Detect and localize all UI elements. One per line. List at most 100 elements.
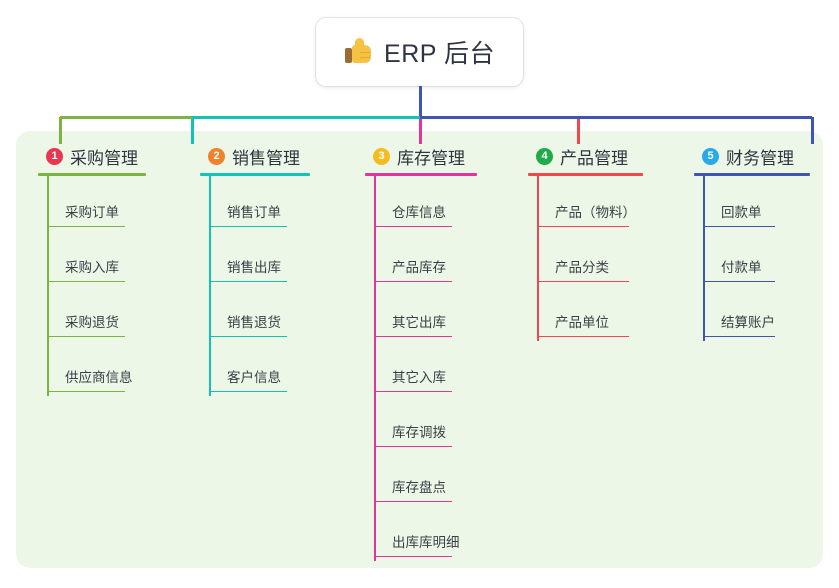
leaf-item-rule bbox=[374, 555, 452, 557]
leaf-item-label: 其它出库 bbox=[392, 315, 446, 330]
leaf-item[interactable]: 回款单 bbox=[694, 176, 810, 231]
branch-header-rule bbox=[365, 173, 477, 176]
branch-items-5: 回款单付款单结算账户 bbox=[694, 176, 810, 341]
leaf-item-label: 结算账户 bbox=[721, 315, 775, 330]
leaf-item-rule bbox=[47, 335, 125, 337]
drop-root bbox=[419, 86, 422, 117]
leaf-item-label: 产品单位 bbox=[555, 315, 609, 330]
branch-header-5[interactable]: 5 财务管理 bbox=[694, 144, 810, 168]
drop-finance bbox=[811, 117, 814, 144]
leaf-item[interactable]: 销售退货 bbox=[200, 286, 310, 341]
bus-green bbox=[60, 116, 192, 119]
leaf-item[interactable]: 采购入库 bbox=[38, 231, 146, 286]
branch-spine bbox=[537, 176, 539, 341]
leaf-item-rule bbox=[209, 280, 287, 282]
branch-header-rule bbox=[528, 173, 643, 176]
branch-column-2: 2 销售管理销售订单销售出库销售退货客户信息 bbox=[200, 144, 310, 396]
branch-title: 产品管理 bbox=[560, 148, 628, 168]
branch-number-badge: 2 bbox=[208, 147, 225, 165]
leaf-item-label: 产品（物料） bbox=[555, 205, 636, 220]
branch-title: 销售管理 bbox=[232, 148, 300, 168]
leaf-item-rule bbox=[537, 335, 629, 337]
leaf-item[interactable]: 其它入库 bbox=[365, 341, 477, 396]
branch-title: 库存管理 bbox=[397, 148, 465, 168]
leaf-item-rule bbox=[374, 500, 452, 502]
branch-items-3: 仓库信息产品库存其它出库其它入库库存调拨库存盘点出库库明细 bbox=[365, 176, 477, 561]
leaf-item[interactable]: 库存盘点 bbox=[365, 451, 477, 506]
leaf-item[interactable]: 产品（物料） bbox=[528, 176, 643, 231]
leaf-item-label: 销售订单 bbox=[227, 205, 281, 220]
branch-header-rule bbox=[200, 173, 310, 176]
leaf-item-rule bbox=[703, 335, 775, 337]
branch-header-rule bbox=[38, 173, 146, 176]
branch-column-3: 3 库存管理仓库信息产品库存其它出库其它入库库存调拨库存盘点出库库明细 bbox=[365, 144, 477, 561]
leaf-item[interactable]: 销售订单 bbox=[200, 176, 310, 231]
branch-column-4: 4 产品管理产品（物料） 产品分类产品单位 bbox=[528, 144, 643, 341]
leaf-item-rule bbox=[374, 390, 452, 392]
leaf-item[interactable]: 库存调拨 bbox=[365, 396, 477, 451]
leaf-item[interactable]: 出库库明细 bbox=[365, 506, 477, 561]
branch-header-2[interactable]: 2 销售管理 bbox=[200, 144, 310, 168]
leaf-item-rule bbox=[374, 335, 452, 337]
leaf-item-label: 其它入库 bbox=[392, 370, 446, 385]
leaf-item-label: 产品库存 bbox=[392, 260, 446, 275]
branch-spine bbox=[47, 176, 49, 396]
leaf-item-label: 采购入库 bbox=[65, 260, 119, 275]
leaf-item-rule bbox=[703, 225, 775, 227]
leaf-item[interactable]: 采购订单 bbox=[38, 176, 146, 231]
leaf-item-label: 采购订单 bbox=[65, 205, 119, 220]
root-node-erp-backend[interactable]: ERP 后台 bbox=[316, 18, 523, 86]
branch-column-5: 5 财务管理回款单付款单结算账户 bbox=[694, 144, 810, 341]
leaf-item[interactable]: 采购退货 bbox=[38, 286, 146, 341]
leaf-item[interactable]: 产品库存 bbox=[365, 231, 477, 286]
leaf-item-label: 产品分类 bbox=[555, 260, 609, 275]
leaf-item-label: 客户信息 bbox=[227, 370, 281, 385]
branch-items-2: 销售订单销售出库销售退货客户信息 bbox=[200, 176, 310, 396]
branch-spine bbox=[703, 176, 705, 341]
leaf-item-rule bbox=[374, 445, 452, 447]
leaf-item[interactable]: 其它出库 bbox=[365, 286, 477, 341]
drop-purchase bbox=[59, 117, 62, 144]
branch-number-badge: 3 bbox=[373, 147, 390, 165]
branch-spine bbox=[209, 176, 211, 396]
leaf-item-rule bbox=[374, 280, 452, 282]
leaf-item-label: 仓库信息 bbox=[392, 205, 446, 220]
leaf-item[interactable]: 付款单 bbox=[694, 231, 810, 286]
leaf-item-rule bbox=[537, 225, 629, 227]
branch-spine bbox=[374, 176, 376, 561]
leaf-item[interactable]: 产品单位 bbox=[528, 286, 643, 341]
leaf-item-label: 销售出库 bbox=[227, 260, 281, 275]
leaf-item[interactable]: 产品分类 bbox=[528, 231, 643, 286]
branch-header-4[interactable]: 4 产品管理 bbox=[528, 144, 643, 168]
leaf-item-rule bbox=[209, 390, 287, 392]
drop-product bbox=[577, 117, 580, 144]
branch-number-badge: 5 bbox=[702, 147, 719, 165]
drop-sales bbox=[191, 117, 194, 144]
leaf-item-label: 付款单 bbox=[721, 260, 762, 275]
leaf-item-rule bbox=[537, 280, 629, 282]
branch-number-badge: 1 bbox=[46, 147, 63, 165]
leaf-item-rule bbox=[209, 335, 287, 337]
leaf-item[interactable]: 结算账户 bbox=[694, 286, 810, 341]
branch-title: 财务管理 bbox=[726, 148, 794, 168]
leaf-item[interactable]: 仓库信息 bbox=[365, 176, 477, 231]
branch-items-4: 产品（物料） 产品分类产品单位 bbox=[528, 176, 643, 341]
bus-blue bbox=[420, 116, 812, 119]
leaf-item-rule bbox=[47, 390, 125, 392]
thumbs-up-icon bbox=[344, 37, 374, 67]
leaf-item-label: 回款单 bbox=[721, 205, 762, 220]
leaf-item[interactable]: 客户信息 bbox=[200, 341, 310, 396]
branch-number-badge: 4 bbox=[536, 147, 553, 165]
leaf-item[interactable]: 销售出库 bbox=[200, 231, 310, 286]
leaf-item[interactable]: 供应商信息 bbox=[38, 341, 146, 396]
leaf-item-label: 销售退货 bbox=[227, 315, 281, 330]
branch-header-3[interactable]: 3 库存管理 bbox=[365, 144, 477, 168]
leaf-item-rule bbox=[47, 225, 125, 227]
branch-header-rule bbox=[694, 173, 810, 176]
leaf-item-label: 供应商信息 bbox=[65, 370, 133, 385]
leaf-item-label: 库存盘点 bbox=[392, 480, 446, 495]
leaf-item-rule bbox=[374, 225, 452, 227]
